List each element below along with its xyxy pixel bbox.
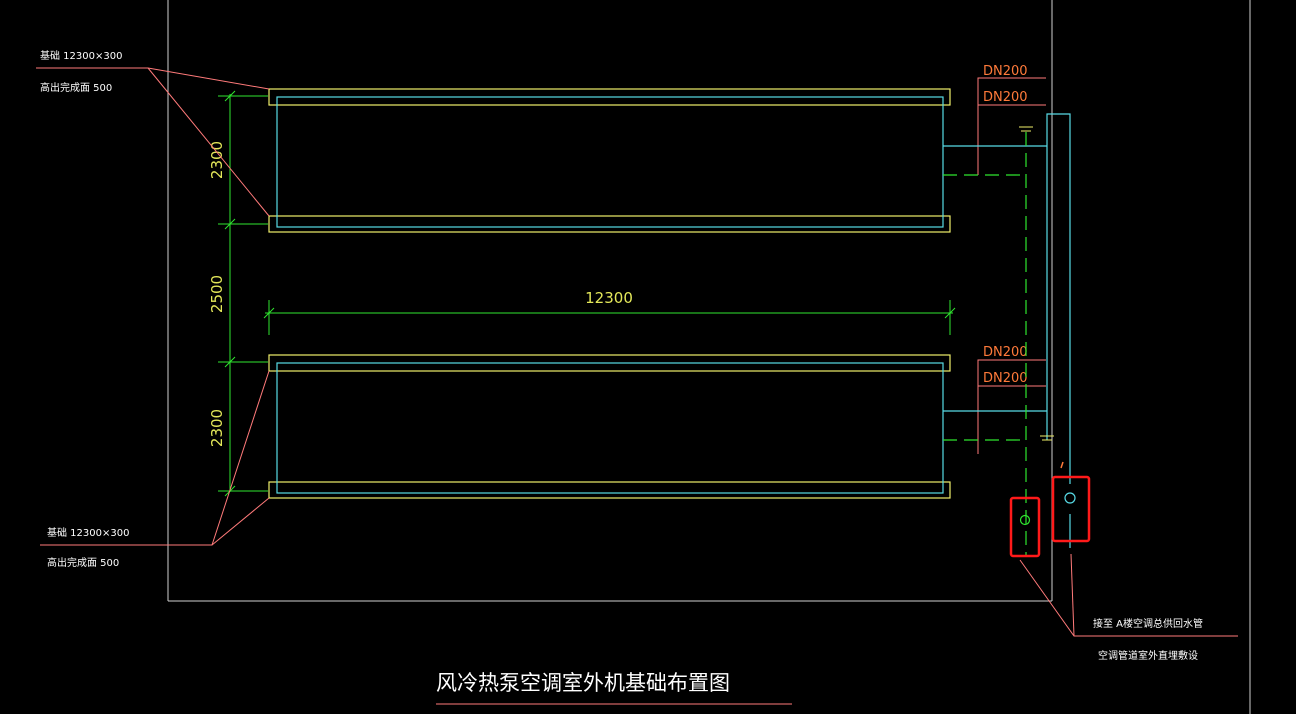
supply-pipe-highlight-box[interactable]	[1051, 475, 1091, 543]
dim-tick-1	[224, 90, 236, 102]
supply-pipe-down-symbol[interactable]	[1064, 492, 1076, 504]
lower-pipe-label-leader-1	[977, 359, 1046, 454]
pipe-note-line2: 空调管道室外直埋敷设	[1098, 649, 1198, 662]
supply-pipes[interactable]	[943, 113, 1071, 548]
top-note-leader-lower	[147, 67, 270, 217]
lower-pipe-label-1: DN200	[983, 345, 1028, 360]
top-note-line2: 高出完成面 500	[40, 81, 112, 94]
return-pipe-down-symbol[interactable]	[1019, 514, 1031, 526]
return-pipe-highlight-box[interactable]	[1009, 496, 1041, 558]
top-note-line1: 基础 12300×300	[40, 49, 122, 62]
lower-pipe-label-2: DN200	[983, 371, 1028, 386]
border-frame	[167, 0, 1251, 714]
pipe-note-line1: 接至 A楼空调总供回水管	[1093, 617, 1203, 630]
upper-unit-outline[interactable]	[276, 96, 944, 228]
upper-foundation-top[interactable]	[268, 88, 951, 106]
supply-riser[interactable]	[1046, 113, 1071, 484]
vertical-dimension-chain	[218, 90, 268, 497]
bottom-note-line1: 基础 12300×300	[47, 526, 129, 539]
dim-text-upper-unit: 2300	[208, 141, 226, 179]
leader-lines	[36, 67, 1238, 637]
hdim-tick-left	[263, 307, 275, 319]
bottom-note-leader-lower	[211, 497, 270, 546]
upper-pipe-label-1: DN200	[983, 64, 1028, 79]
return-pipes[interactable]	[943, 132, 1027, 556]
dim-tick-3	[224, 356, 236, 368]
hdim-tick-right	[944, 307, 956, 319]
pipe-label-leaders	[977, 77, 1046, 454]
lower-foundation-bottom[interactable]	[268, 481, 951, 499]
lower-unit-outline[interactable]	[276, 362, 944, 494]
horizontal-dimension	[263, 300, 956, 335]
dim-text-lower-unit: 2300	[208, 409, 226, 447]
bottom-note-line2: 高出完成面 500	[47, 556, 119, 569]
upper-foundation-bottom[interactable]	[268, 215, 951, 233]
pipe-end-markers	[1019, 126, 1054, 441]
dim-tick-2	[224, 218, 236, 230]
upper-unit-group[interactable]	[268, 88, 951, 233]
supply-tick-mark	[1060, 461, 1064, 469]
upper-pipe-label-leader-1	[977, 77, 1046, 175]
lower-foundation-top[interactable]	[268, 354, 951, 372]
dim-text-gap: 2500	[208, 275, 226, 313]
lower-unit-group[interactable]	[268, 354, 951, 499]
pipe-note-leader-b	[1070, 553, 1075, 637]
dim-text-length: 12300	[585, 289, 633, 307]
drawing-title: 风冷热泵空调室外机基础布置图	[436, 671, 730, 695]
upper-pipe-label-2: DN200	[983, 90, 1028, 105]
